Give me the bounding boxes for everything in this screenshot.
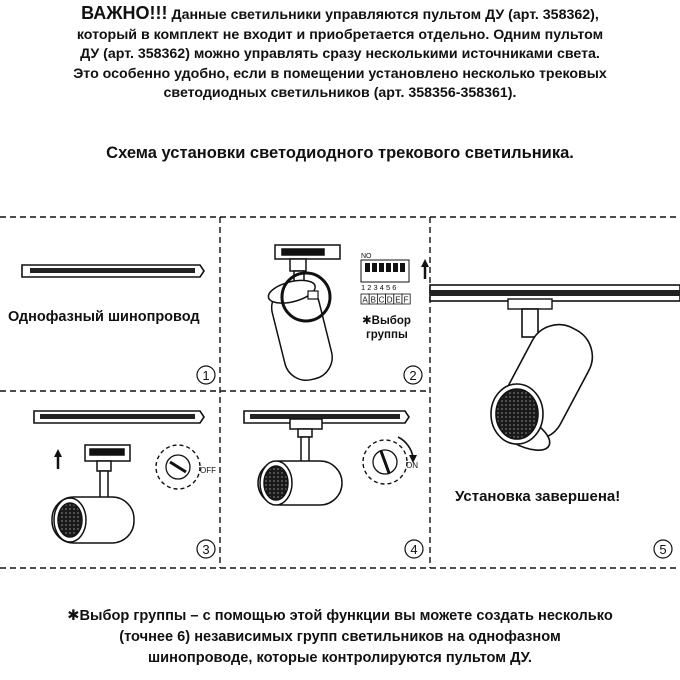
- switch-off-detail: [155, 444, 201, 490]
- group-select-label-2: группы: [366, 329, 408, 341]
- step-2-number: 2: [409, 368, 416, 383]
- group-letter-c: C: [379, 296, 385, 305]
- asterisk-icon: ✱: [67, 608, 80, 624]
- notice-line-1: Данные светильники управляются пультом Д…: [171, 7, 599, 23]
- footnote-line-1: Выбор группы – с помощью этой функции вы…: [79, 608, 613, 624]
- step-1-number: 1: [202, 368, 209, 383]
- diagram-graphics: 1 NO 1 2 3 4 5 6: [0, 216, 680, 569]
- important-heading: ВАЖНО!!!: [81, 3, 168, 23]
- panel-4-track-rail: [243, 410, 410, 424]
- dip-switch: NO 1 2 3 4 5 6: [360, 253, 410, 292]
- group-letter-a: A: [362, 296, 368, 305]
- up-arrow-icon: [421, 259, 429, 279]
- footnote-line-2: (точнее 6) независимых групп светильнико…: [119, 629, 561, 645]
- step-4-circle: [404, 539, 424, 559]
- group-letter-e: E: [395, 296, 400, 305]
- step-1-circle: [196, 365, 216, 385]
- switch-on-label: ON: [406, 461, 418, 470]
- step-5-circle: [653, 539, 673, 559]
- scheme-title: Схема установки светодиодного трекового …: [106, 144, 574, 162]
- step-3-number: 3: [202, 542, 209, 557]
- notice-line-5: светодиодных светильников (арт. 358356-3…: [163, 85, 517, 101]
- panel-2-luminaire: [267, 244, 341, 381]
- installation-diagram: 1 NO 1 2 3 4 5 6: [0, 215, 680, 570]
- step-5-number: 5: [659, 542, 666, 557]
- group-select-footnote: ✱Выбор группы – с помощью этой функции в…: [4, 606, 676, 669]
- svg-text:1 2 3 4 5 6: 1 2 3 4 5 6: [361, 283, 396, 292]
- panel-1-track-rail: [21, 264, 205, 278]
- footnote-line-3: шинопроводе, которые контролируются пуль…: [148, 650, 532, 666]
- notice-line-3: ДУ (арт. 358362) можно управлять сразу н…: [80, 46, 600, 62]
- switch-off-label: OFF: [200, 466, 216, 475]
- panel-5-track-rail: [429, 284, 680, 310]
- group-select-label-1: ✱Выбор: [362, 315, 411, 327]
- step-1-label: Однофазный шинопровод: [8, 309, 200, 325]
- step-2-circle: [403, 365, 423, 385]
- step-5-label: Установка завершена!: [455, 488, 621, 505]
- switch-on-detail: [362, 436, 417, 485]
- group-letter-d: D: [387, 296, 393, 305]
- notice-line-2: который в комплект не входит и приобрета…: [76, 26, 604, 43]
- panel-3-track-rail: [33, 410, 205, 424]
- panel-3-luminaire: [51, 444, 135, 544]
- svg-text:NO: NO: [361, 253, 372, 260]
- panel-grid: [0, 216, 680, 569]
- up-arrow-icon: [54, 449, 62, 469]
- notice-line-4: Это особенно удобно, если в помещении ус…: [73, 65, 607, 82]
- group-box-f: [401, 293, 411, 305]
- panel-4-luminaire: [257, 418, 343, 506]
- step-4-number: 4: [410, 542, 417, 557]
- panel-5-luminaire: [490, 308, 594, 451]
- group-letter-f: F: [404, 296, 409, 305]
- group-letter-b: B: [371, 296, 376, 305]
- step-3-circle: [196, 539, 216, 559]
- important-notice: ВАЖНО!!! Данные светильники управляются …: [6, 3, 674, 104]
